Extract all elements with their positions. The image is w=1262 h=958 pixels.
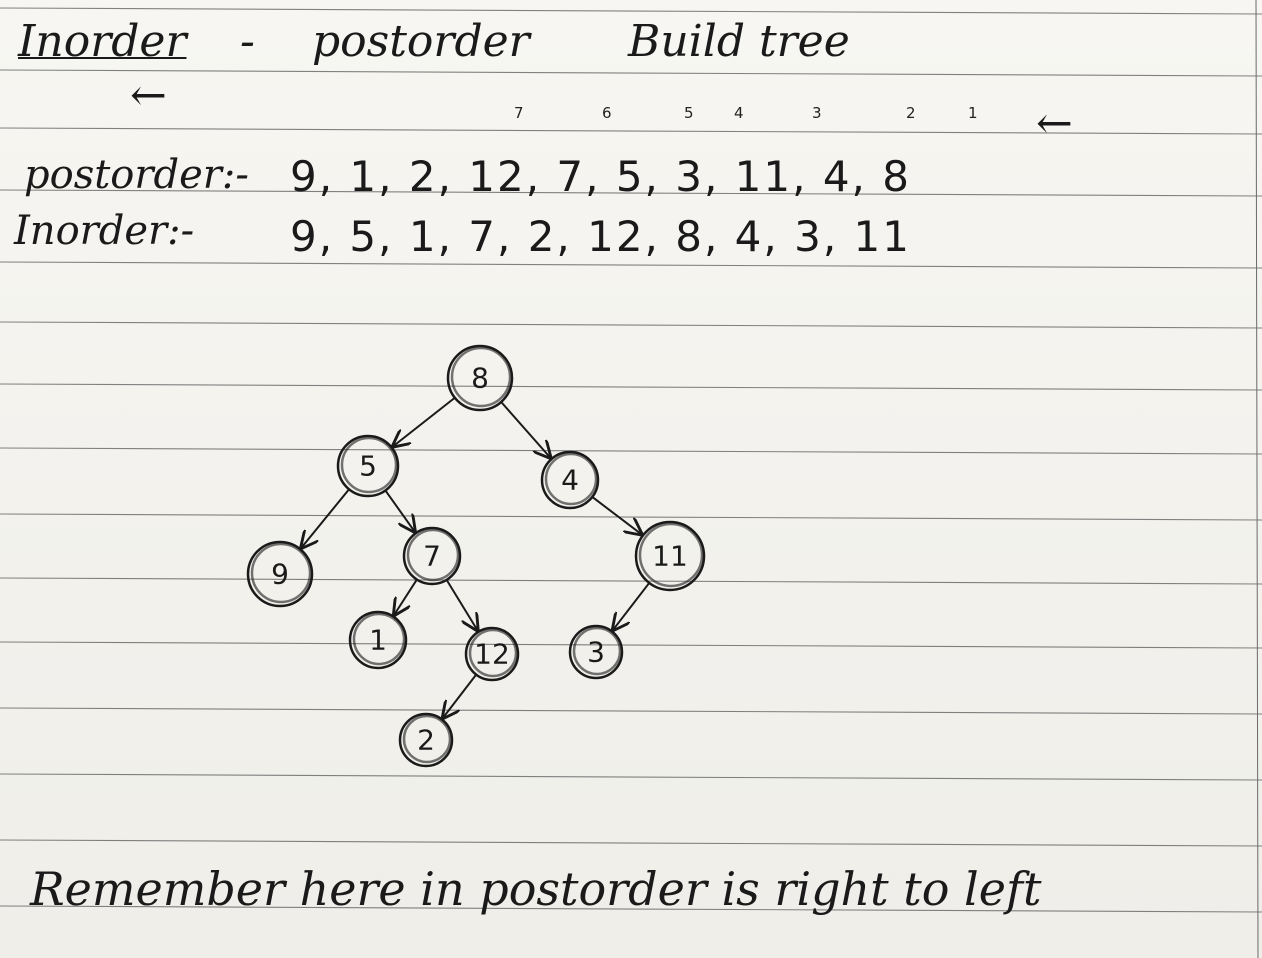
left-arrow-icon-right: ← [1036, 98, 1073, 149]
ruled-line [0, 261, 1262, 269]
ruled-line [0, 69, 1262, 77]
tree-node-circle [348, 610, 408, 670]
footer-note: Remember here in postorder is right to l… [30, 862, 1042, 916]
index-mark: 4 [734, 104, 744, 122]
tree-node-inner-circle [340, 436, 398, 494]
tree-edge-7-1 [394, 579, 418, 615]
tree-edge-8-4 [500, 401, 550, 458]
tree-node-inner-circle [638, 522, 704, 588]
ruled-line [0, 707, 1262, 715]
tree-node-circle [464, 626, 520, 682]
tree-node-circle [568, 624, 624, 680]
tree-node-2: 2 [398, 712, 454, 768]
tree-node-label: 2 [417, 724, 435, 757]
ruled-line [0, 577, 1262, 585]
tree-edge-5-9 [301, 488, 350, 547]
title-postorder: postorder [312, 16, 530, 67]
index-mark: 2 [906, 104, 916, 122]
tree-edge-5-7 [384, 489, 414, 531]
tree-node-inner-circle [402, 714, 452, 764]
postorder-sequence: 9, 1, 2, 12, 7, 5, 3, 11, 4, 8 [290, 152, 911, 201]
tree-edge-8-5 [393, 396, 456, 446]
margin-line [1255, 0, 1259, 958]
tree-node-9: 9 [246, 540, 314, 608]
tree-node-label: 7 [423, 540, 441, 573]
ruled-line [0, 383, 1262, 391]
tree-node-label: 4 [561, 464, 579, 497]
ruled-line [0, 189, 1262, 197]
tree-node-circle [336, 434, 400, 498]
tree-node-label: 12 [474, 638, 510, 671]
ruled-line [0, 321, 1262, 329]
index-mark: 1 [968, 104, 978, 122]
tree-node-label: 5 [359, 450, 377, 483]
tree-node-inner-circle [352, 612, 406, 666]
tree-edges [301, 396, 651, 718]
tree-node-12: 12 [464, 626, 520, 682]
tree-node-inner-circle [406, 528, 460, 582]
tree-node-circle [540, 450, 600, 510]
tree-node-1: 1 [348, 610, 408, 670]
tree-edge-11-3 [613, 582, 651, 630]
tree-node-3: 3 [568, 624, 624, 680]
tree-node-inner-circle [572, 626, 622, 676]
tree-node-inner-circle [250, 542, 312, 604]
postorder-label: postorder:- [24, 152, 249, 198]
left-arrow-icon: ← [130, 70, 167, 121]
tree-edge-12-2 [443, 674, 477, 718]
tree-edge-7-12 [445, 579, 478, 630]
ruled-line [0, 447, 1262, 455]
tree-node-5: 5 [336, 434, 400, 498]
tree-node-inner-circle [468, 628, 518, 678]
tree-node-inner-circle [544, 452, 598, 506]
tree-node-inner-circle [450, 346, 512, 408]
tree-node-circle [634, 520, 706, 592]
index-mark: 3 [812, 104, 822, 122]
tree-node-circle [246, 540, 314, 608]
title-build-tree: Build tree [628, 16, 850, 67]
ruled-line [0, 513, 1262, 521]
tree-node-8: 8 [446, 344, 514, 412]
index-mark: 5 [684, 104, 694, 122]
tree-node-7: 7 [402, 526, 462, 586]
title-inorder: Inorder [18, 16, 187, 67]
tree-edge-4-11 [591, 496, 641, 534]
ruled-line [0, 839, 1262, 847]
tree-node-circle [446, 344, 514, 412]
tree-node-circle [398, 712, 454, 768]
index-mark: 6 [602, 104, 612, 122]
tree-node-label: 8 [471, 362, 489, 395]
tree-node-label: 1 [369, 624, 387, 657]
ruled-line [0, 641, 1262, 649]
inorder-sequence: 9, 5, 1, 7, 2, 12, 8, 4, 3, 11 [290, 212, 911, 261]
ruled-line [0, 773, 1262, 781]
inorder-label: Inorder:- [14, 208, 195, 254]
tree-node-circle [402, 526, 462, 586]
tree-node-label: 9 [271, 558, 289, 591]
title-separator: - [240, 16, 255, 67]
ruled-line [0, 905, 1262, 913]
ruled-line [0, 127, 1262, 135]
tree-node-label: 11 [652, 540, 688, 573]
tree-node-label: 3 [587, 636, 605, 669]
index-mark: 7 [514, 104, 524, 122]
tree-node-11: 11 [634, 520, 706, 592]
ruled-line [0, 7, 1262, 15]
tree-node-4: 4 [540, 450, 600, 510]
